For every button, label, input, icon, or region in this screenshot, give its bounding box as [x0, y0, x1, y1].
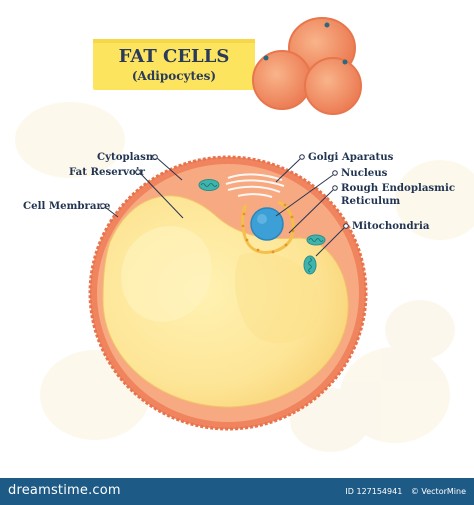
label-rough-er: Rough Endoplasmic Reticulum	[288, 182, 455, 234]
label-rough-er-text-1: Rough Endoplasmic	[341, 182, 455, 194]
footer-author: © VectorMine	[410, 487, 466, 496]
label-cytoplasm: Cytoplasm	[97, 151, 183, 181]
mitochondrion	[306, 234, 326, 246]
label-rough-er-text-2: Reticulum	[341, 195, 400, 207]
footer-credit: ID 127154941 © VectorMine	[339, 487, 466, 496]
golgi-apparatus	[225, 173, 285, 198]
fat-lobe	[234, 252, 321, 344]
mitochondrion	[303, 255, 317, 275]
label-cytoplasm-text: Cytoplasm	[97, 151, 157, 163]
fat-cell-diagram: FAT CELLS (Adipocytes)	[15, 17, 474, 452]
nucleus-highlight	[257, 214, 267, 224]
label-mitochondria-text: Mitochondria	[352, 220, 430, 232]
mini-cells-illustration	[252, 17, 362, 115]
label-nucleus-text: Nucleus	[341, 167, 388, 179]
label-mitochondria: Mitochondria	[315, 220, 430, 257]
title-banner: FAT CELLS (Adipocytes)	[93, 39, 255, 90]
label-cell-membrane: Cell Membrane	[23, 200, 119, 218]
label-cell-membrane-text: Cell Membrane	[23, 200, 111, 212]
label-golgi-text: Golgi Aparatus	[308, 151, 394, 163]
label-nucleus: Nucleus	[275, 167, 388, 217]
footer-id: ID 127154941	[345, 487, 403, 496]
label-fat-reservoir: Fat Reservoir	[69, 166, 184, 219]
label-golgi: Golgi Aparatus	[275, 151, 394, 183]
title-main: FAT CELLS	[119, 46, 230, 67]
label-fat-reservoir-text: Fat Reservoir	[69, 166, 146, 178]
footer-bar: dreamstime.com ID 127154941 © VectorMine	[0, 478, 474, 505]
fat-lobe	[121, 226, 212, 322]
title-sub: (Adipocytes)	[132, 69, 216, 83]
mitochondrion	[198, 179, 220, 191]
footer-site[interactable]: dreamstime.com	[8, 483, 121, 498]
nucleus	[250, 207, 284, 241]
